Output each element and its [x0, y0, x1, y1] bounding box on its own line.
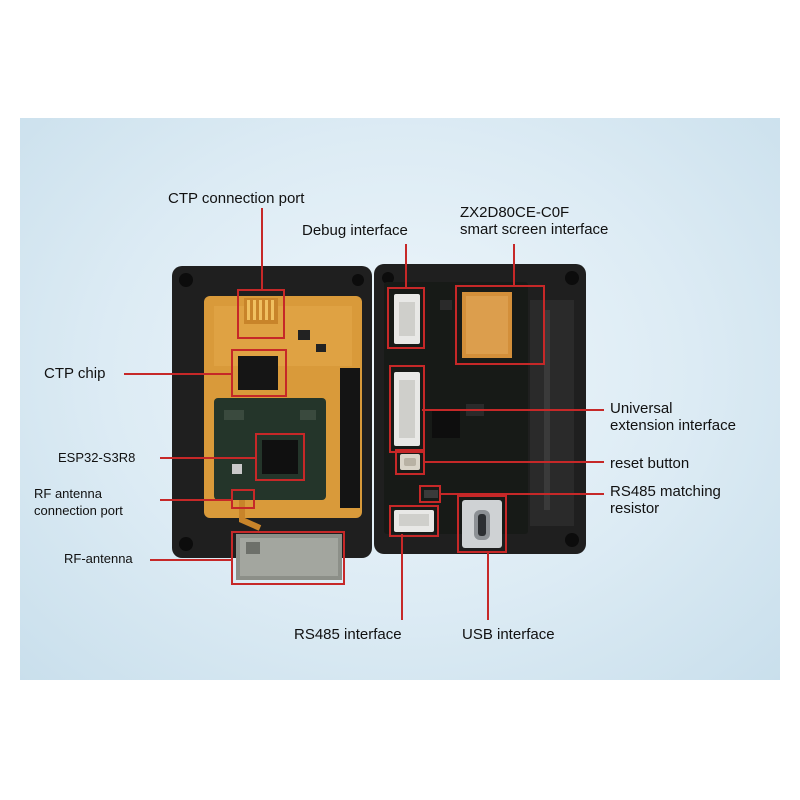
label-ctp-chip: CTP chip: [44, 365, 106, 382]
label-smart-screen-interface: ZX2D80CE-C0F smart screen interface: [460, 204, 608, 238]
callouts: [124, 208, 604, 620]
ctp-fpc-fingers: [244, 298, 278, 324]
label-rf-antenna: RF-antenna: [64, 551, 133, 566]
box-usb: [457, 495, 507, 553]
label-usb-interface: USB interface: [462, 626, 555, 643]
label-rs485-interface: RS485 interface: [294, 626, 402, 643]
box-debug: [387, 287, 425, 349]
label-rf-port-line2: connection port: [34, 503, 123, 518]
box-ctp-chip: [231, 349, 287, 397]
label-smart-screen: smart screen interface: [460, 221, 609, 238]
label-model-number: ZX2D80CE-C0F: [460, 204, 570, 221]
label-debug-interface: Debug interface: [302, 222, 408, 239]
ctp-chip-part: [238, 356, 278, 390]
box-rf-port: [231, 489, 255, 509]
label-universal-extension-interface: Universal extension interface: [610, 400, 736, 434]
box-rs485-resistor: [419, 485, 441, 503]
label-rs485-matching-line2: resistor: [610, 500, 660, 517]
box-esp32: [255, 433, 305, 481]
box-rf-antenna: [231, 531, 345, 585]
left-enclosure: [172, 266, 372, 558]
label-esp32: ESP32-S3R8: [58, 450, 136, 465]
esp32-chip: [262, 440, 298, 474]
label-reset-button: reset button: [610, 455, 690, 472]
label-ctp-connection-port: CTP connection port: [168, 190, 305, 207]
screw-hole-icon: [382, 272, 394, 284]
screw-hole-icon: [565, 271, 579, 285]
screw-hole-icon: [179, 273, 193, 287]
box-rs485: [389, 505, 439, 537]
screw-hole-icon: [352, 274, 364, 286]
label-rs485-matching-line1: RS485 matching: [610, 483, 721, 500]
rs485-resistor-part: [424, 490, 438, 498]
screw-hole-icon: [179, 537, 193, 551]
box-screen: [455, 285, 545, 365]
label-rs485-matching-resistor: RS485 matching resistor: [610, 483, 721, 517]
label-universal-line2: extension interface: [610, 417, 736, 434]
label-universal-line1: Universal: [610, 400, 673, 417]
box-ctp-connection-port: [237, 289, 285, 339]
label-rf-antenna-connection-port: RF antenna connection port: [34, 485, 123, 519]
label-rf-port-line1: RF antenna: [34, 486, 102, 501]
box-reset: [395, 449, 425, 475]
box-universal: [389, 365, 425, 453]
rf-antenna-part: [236, 534, 342, 580]
screw-hole-icon: [565, 533, 579, 547]
